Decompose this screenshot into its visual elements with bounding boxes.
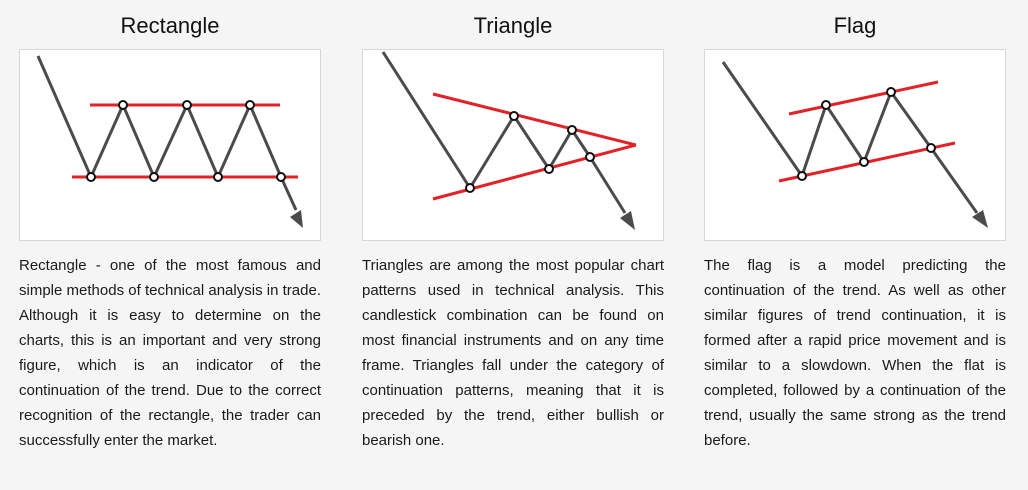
pattern-title: Rectangle [120, 13, 220, 38]
upper-trend-line [788, 80, 939, 116]
pivot-point [182, 100, 192, 110]
pattern-diagram-triangle [362, 49, 664, 241]
pivot-point [149, 172, 159, 182]
pattern-title: Flag [833, 13, 877, 38]
pattern-flag: Flag The flag is a model predicting the … [704, 0, 1006, 453]
pattern-description: The flag is a model predicting the conti… [704, 257, 1006, 449]
pivot-point [213, 172, 223, 182]
support-line [432, 143, 637, 201]
pattern-title: Triangle [473, 13, 553, 38]
pivot-point [926, 143, 936, 153]
arrow-down-icon [620, 211, 635, 230]
pivot-point [245, 100, 255, 110]
resistance-line [432, 92, 637, 147]
pivot-point [797, 171, 807, 181]
pattern-triangle: Triangle Triangles are among the most po… [362, 0, 664, 453]
arrow-down-icon [972, 210, 988, 228]
triangle-diagram [381, 51, 637, 230]
price-path [36, 55, 298, 211]
pivot-point [509, 111, 519, 121]
pivot-point [567, 125, 577, 135]
pivot-point [821, 100, 831, 110]
flag-diagram [721, 61, 988, 228]
pattern-description: Triangles are among the most popular cha… [362, 257, 664, 449]
pattern-description: Rectangle - one of the most famous and s… [19, 257, 321, 449]
pivot-point [544, 164, 554, 174]
pivot-point [859, 157, 869, 167]
price-path [721, 61, 979, 214]
pattern-diagram-rectangle [19, 49, 321, 241]
pattern-diagram-flag [704, 49, 1006, 241]
pivot-point [118, 100, 128, 110]
arrow-down-icon [290, 210, 303, 228]
pivot-point [86, 172, 96, 182]
pivot-point [276, 172, 286, 182]
pattern-rectangle: Rectangle Rectangle - one of the most fa… [19, 0, 321, 453]
pivot-point [465, 183, 475, 193]
pivot-point [585, 152, 595, 162]
pivot-point [886, 87, 896, 97]
rectangle-diagram [36, 55, 303, 228]
